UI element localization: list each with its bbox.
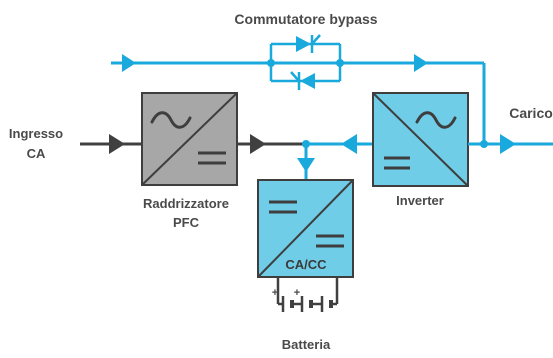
rectifier-block [141,92,238,186]
battery [276,277,339,312]
sine-wave-icon [150,111,192,129]
battery-cell-icon [281,296,294,312]
output-arrow [500,134,516,154]
bypass-label: Commutatore bypass [234,11,377,27]
battery-label: Batteria [282,337,331,352]
converter-label: CA/CC [285,257,327,272]
dc-link-arrow [250,134,266,154]
thyristor-icon [290,71,315,90]
dc-bars-icon [269,200,297,214]
battery-cell-icon [300,296,313,312]
dc-link-arrow-left [341,134,357,154]
rectifier-label-line2: PFC [173,215,200,230]
charger-arrow-down [297,158,315,172]
output-junction [480,140,488,148]
dc-bars-icon [316,234,344,248]
output-label: Carico [509,105,553,121]
input-label-line1: Ingresso [9,126,63,141]
dc-bars-icon [384,156,410,170]
inverter-label: Inverter [396,193,444,208]
battery-cell-icon [320,296,333,312]
battery-plus-sign: + [272,287,278,299]
output-line [468,134,553,154]
input-arrow [109,134,125,154]
bypass-arrow-left [122,54,136,72]
bypass-switch [269,34,342,90]
sine-wave-icon [415,111,457,129]
dc-link-dark [237,134,306,154]
dc-link-blue [297,134,373,180]
bypass-arrow-right [414,54,428,72]
inverter-block [372,92,469,187]
converter-block [257,179,354,278]
input-label-line2: CA [27,146,46,161]
input-line [80,134,142,154]
thyristor-icon [296,34,321,53]
dc-bars-icon [198,151,226,165]
rectifier-label-line1: Raddrizzatore [143,196,229,211]
battery-plus-sign: + [294,287,300,299]
bypass-line [111,54,486,144]
